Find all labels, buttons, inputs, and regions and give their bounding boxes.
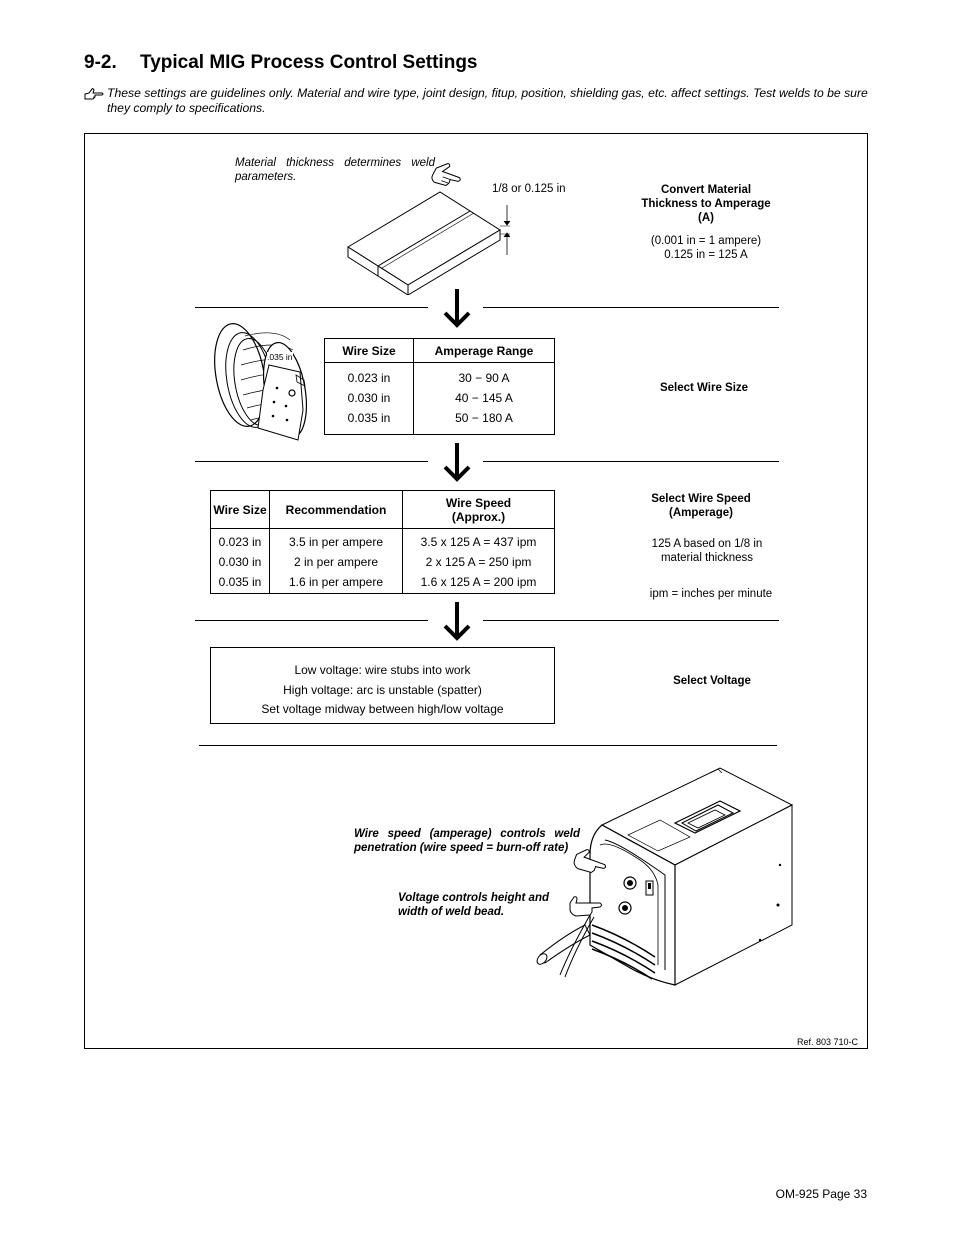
column-header-recommendation: Recommendation <box>269 490 403 529</box>
wire-size-column: 0.023 in 0.030 in 0.035 in <box>324 362 414 435</box>
table-cell: 3.5 x 125 A = 437 ipm <box>420 535 537 549</box>
divider-line <box>199 745 777 746</box>
section-heading: 9-2. Typical MIG Process Control Settings <box>84 52 478 74</box>
voltage-callout: Voltage controls height and width of wel… <box>398 892 549 918</box>
wire-size-column: 0.023 in 0.030 in 0.035 in <box>210 528 270 594</box>
column-header-wire-size: Wire Size <box>324 338 414 363</box>
divider-line <box>195 307 428 308</box>
section-title: Typical MIG Process Control Settings <box>140 52 478 73</box>
spool-wire-label: .035 in <box>267 352 293 362</box>
down-arrow-icon <box>443 289 471 328</box>
table-cell: 0.023 in <box>218 535 262 549</box>
conversion-rule: (0.001 in = 1 ampere) <box>650 235 762 247</box>
pointing-hand-icon <box>431 163 461 186</box>
section-number: 9-2. <box>84 52 117 73</box>
table-cell: 40 − 145 A <box>455 391 513 405</box>
table-cell: 1.6 x 125 A = 200 ipm <box>420 575 537 589</box>
table-cell: 50 − 180 A <box>455 411 513 425</box>
low-voltage-text: Low voltage: wire stubs into work <box>294 663 471 677</box>
table-cell: 1.6 in per ampere <box>288 575 384 589</box>
wire-speed-table: Wire Size Recommendation Wire Speed (App… <box>210 490 555 594</box>
wire-speed-callout: Wire speed (amperage) controls weld pene… <box>354 828 580 854</box>
divider-line <box>483 620 779 621</box>
pointing-hand-icon <box>84 88 104 100</box>
table-cell: 3.5 in per ampere <box>288 535 384 549</box>
select-wire-speed-title: Select Wire Speed (Amperage) <box>651 493 751 519</box>
reference-number: Ref. 803 710-C <box>796 1037 858 1047</box>
diagram-frame <box>84 133 868 1049</box>
table-cell: 0.030 in <box>347 391 391 405</box>
divider-line <box>195 620 428 621</box>
material-plate-illustration <box>347 163 510 295</box>
pointing-hand-icon <box>573 849 607 874</box>
divider-line <box>195 461 428 462</box>
material-caption: Material thickness determines weld param… <box>235 157 435 183</box>
welder-machine-illustration <box>536 767 794 986</box>
guideline-note: These settings are guidelines only. Mate… <box>107 86 868 115</box>
select-voltage-title: Select Voltage <box>673 675 751 687</box>
down-arrow-icon <box>443 602 471 641</box>
table-cell: 0.023 in <box>347 371 391 385</box>
table-cell: 30 − 90 A <box>458 371 510 385</box>
wire-size-amperage-table: Wire Size Amperage Range 0.023 in 0.030 … <box>324 338 555 435</box>
wire-speed-basis: 125 A based on 1/8 in material thickness <box>651 538 763 564</box>
divider-line <box>483 307 779 308</box>
table-cell: 0.035 in <box>347 411 391 425</box>
recommendation-column: 3.5 in per ampere 2 in per ampere 1.6 in… <box>269 528 403 594</box>
ipm-definition: ipm = inches per minute <box>649 588 773 600</box>
column-header-amperage-range: Amperage Range <box>413 338 555 363</box>
conversion-result: 0.125 in = 125 A <box>664 249 748 261</box>
table-cell: 0.035 in <box>218 575 262 589</box>
wire-spool-illustration <box>214 323 307 441</box>
high-voltage-text: High voltage: arc is unstable (spatter) <box>283 682 482 697</box>
amperage-column: 30 − 90 A 40 − 145 A 50 − 180 A <box>413 362 555 435</box>
set-voltage-text: Set voltage midway between high/low volt… <box>261 702 504 716</box>
table-cell: 2 x 125 A = 250 ipm <box>425 555 532 569</box>
column-header-wire-speed: Wire Speed (Approx.) <box>402 490 555 529</box>
thickness-label: 1/8 or 0.125 in <box>492 183 566 195</box>
divider-line <box>483 461 779 462</box>
voltage-guidance-box: Low voltage: wire stubs into work High v… <box>210 647 555 724</box>
table-cell: 2 in per ampere <box>293 555 379 569</box>
select-wire-size-title: Select Wire Size <box>659 382 749 394</box>
down-arrow-icon <box>443 443 471 482</box>
column-header-wire-size: Wire Size <box>210 490 270 529</box>
table-cell: 0.030 in <box>218 555 262 569</box>
page-footer: OM-925 Page 33 <box>775 1187 867 1201</box>
wire-speed-column: 3.5 x 125 A = 437 ipm 2 x 125 A = 250 ip… <box>402 528 555 594</box>
pointing-hand-icon <box>569 896 602 917</box>
convert-thickness-title: Convert Material Thickness to Amperage (… <box>641 184 771 224</box>
